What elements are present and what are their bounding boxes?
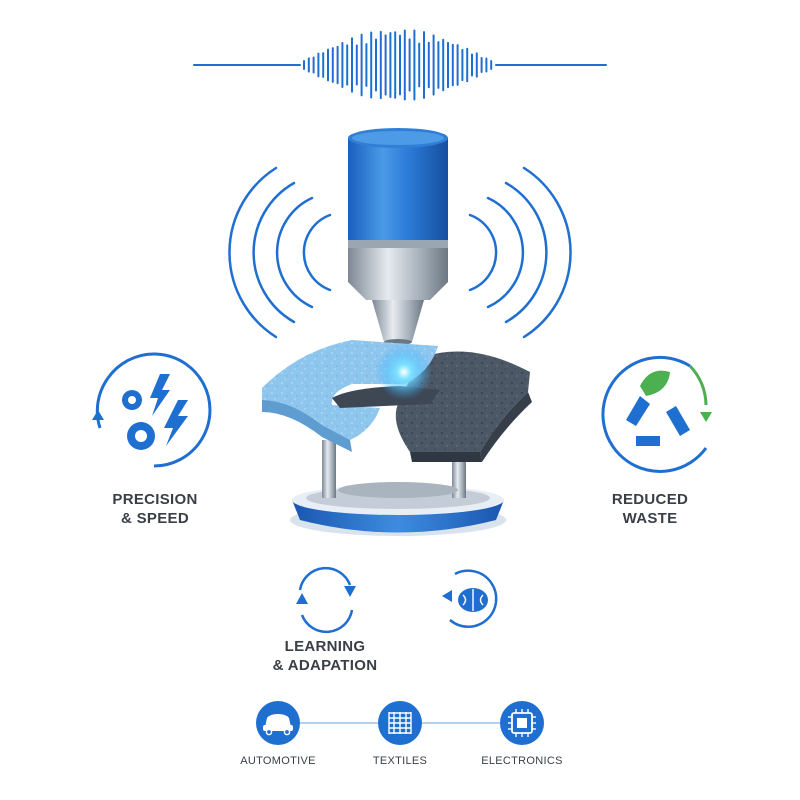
lightning-icon [150, 374, 188, 446]
precision-speed-label: PRECISION & SPEED [112, 491, 198, 527]
industry-textiles-label: TEXTILES [372, 755, 428, 767]
brain-cycle-icon [442, 569, 498, 628]
ultrasonic-horn [348, 128, 448, 345]
industry-automotive-label: AUTOMOTIVE [240, 755, 316, 767]
car-icon [256, 701, 300, 745]
industry-electronics-label: ELECTRONICS [481, 755, 563, 767]
weld-spark [376, 344, 432, 400]
anvil-base [290, 440, 506, 536]
vibration-waves-left [228, 166, 332, 339]
cycle-arrows-icon [296, 566, 356, 634]
sound-wave-icon [193, 29, 607, 101]
learning-adaptation-label: LEARNING & ADAPATION [272, 638, 378, 674]
recycle-icon [601, 355, 712, 473]
chip-icon [500, 701, 544, 745]
brain-icon [458, 588, 488, 612]
vibration-waves-right [468, 166, 572, 339]
gear-icon [122, 390, 155, 450]
fabric-grid-icon [378, 701, 422, 745]
precision-speed-icon [92, 352, 212, 468]
reduced-waste-label: REDUCED WASTE [611, 491, 689, 527]
